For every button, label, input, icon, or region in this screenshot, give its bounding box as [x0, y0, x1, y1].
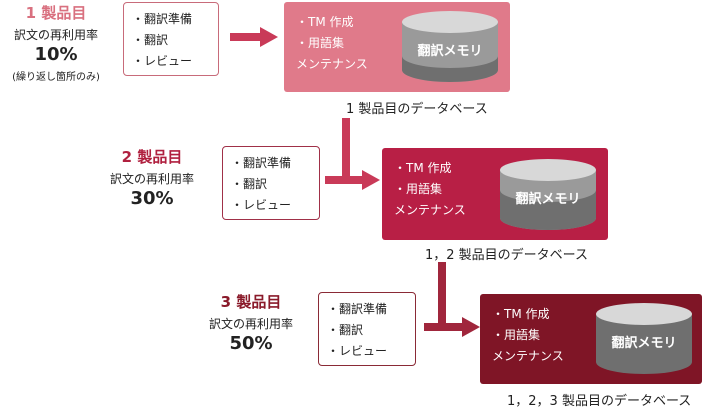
- stage2-caption: 1，2 製品目のデータベース: [425, 248, 589, 263]
- stage3-heading: 3 製品目: [220, 293, 282, 311]
- stage2-reuse-rate: 30%: [130, 188, 174, 209]
- stage2-db-glossary: ・用語集: [394, 182, 443, 196]
- stage3-db-glossary: ・用語集: [492, 328, 541, 342]
- stage3-tm-label: 翻訳メモリ: [611, 336, 677, 351]
- stage1-db-box: ・TM 作成 ・用語集 メンテナンス 翻訳メモリ: [284, 2, 510, 92]
- stage2-step-prep: ・翻訳準備: [231, 156, 292, 170]
- stage1-db-maintenance: メンテナンス: [296, 57, 368, 71]
- stage3-step-prep: ・翻訳準備: [327, 302, 388, 316]
- stage2-db-tm: ・TM 作成: [394, 161, 452, 175]
- stage3-step-translate: ・翻訳: [327, 323, 364, 337]
- stage2-tm-cylinder-icon: 翻訳メモリ: [498, 158, 598, 232]
- stage3-db-box: ・TM 作成 ・用語集 メンテナンス 翻訳メモリ: [480, 294, 702, 384]
- stage2-tm-label: 翻訳メモリ: [515, 192, 581, 207]
- stage2-db-maintenance: メンテナンス: [394, 203, 466, 217]
- stage1-note: (繰り返し箇所のみ): [12, 72, 100, 83]
- stage3-caption: 1，2，3 製品目のデータベース: [507, 394, 692, 409]
- stage1-tm-label: 翻訳メモリ: [417, 44, 483, 59]
- stage1-db-glossary: ・用語集: [296, 36, 345, 50]
- stage1-reuse-label: 訳文の再利用率: [13, 28, 98, 42]
- stage1-steps-box: ・翻訳準備 ・翻訳 ・レビュー: [123, 2, 219, 76]
- stage3-reuse-rate: 50%: [229, 333, 273, 354]
- stage3-tm-cylinder-icon: 翻訳メモリ: [594, 302, 694, 376]
- stage2-step-review: ・レビュー: [231, 198, 292, 212]
- stage1-step-prep: ・翻訳準備: [132, 12, 193, 26]
- arrow-steps3-to-db3: [424, 323, 464, 331]
- stage2-reuse-label: 訳文の再利用率: [109, 172, 194, 186]
- stage1-reuse-rate: 10%: [34, 44, 78, 65]
- stage3-step-review: ・レビュー: [327, 344, 388, 358]
- stage1-step-translate: ・翻訳: [132, 33, 169, 47]
- stage3-db-tm: ・TM 作成: [492, 307, 550, 321]
- stage1-step-review: ・レビュー: [132, 54, 193, 68]
- stage1-db-tm: ・TM 作成: [296, 15, 354, 29]
- arrow-steps2-to-db2: [325, 176, 363, 184]
- stage2-step-translate: ・翻訳: [231, 177, 268, 191]
- stage1-tm-cylinder-icon: 翻訳メモリ: [400, 10, 500, 84]
- stage2-heading: 2 製品目: [121, 148, 183, 166]
- stage2-steps-box: ・翻訳準備 ・翻訳 ・レビュー: [222, 146, 320, 220]
- stage2-db-box: ・TM 作成 ・用語集 メンテナンス 翻訳メモリ: [382, 148, 608, 240]
- stage3-steps-box: ・翻訳準備 ・翻訳 ・レビュー: [318, 292, 416, 366]
- stage1-heading: 1 製品目: [25, 4, 87, 22]
- stage3-db-maintenance: メンテナンス: [492, 349, 564, 363]
- stage1-caption: 1 製品目のデータベース: [346, 102, 488, 117]
- arrow-steps1-to-db1: [230, 27, 278, 47]
- stage3-reuse-label: 訳文の再利用率: [208, 317, 293, 331]
